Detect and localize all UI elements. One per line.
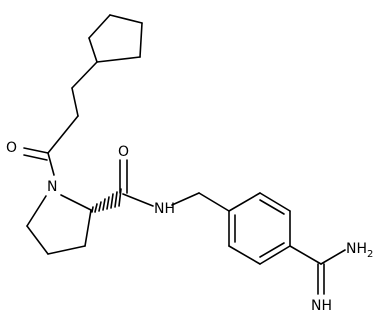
bond-pyr-5 [26,195,47,227]
atom-label-amidine-nh2-subscript: 2 [367,249,373,260]
bond-bz-3 [259,245,291,265]
wedge-hash-7 [114,191,118,208]
benzene-ring [228,192,291,265]
cyclopentane-ring [88,14,143,63]
bond-pyr-1 [60,194,92,211]
wedge-hash-5 [106,196,110,210]
bond-bz-2 [228,245,261,265]
atom-label-acyl-oxygen: O [6,140,17,156]
wedge-hash-4 [102,198,106,211]
atom-label-amidine-imine: NH [311,298,332,314]
bond-cp-2 [88,14,111,39]
atom-label-amide-nh: NH [154,201,175,217]
bond-cp-3 [109,14,143,24]
bond-bz-5-inner [259,199,285,215]
bond-acyl-n [47,152,55,176]
bond-chain-3 [47,115,79,154]
propanoyl-chain [23,61,98,176]
bond-bz-5 [259,192,291,212]
bond-ch2-ar [198,192,230,212]
bond-nh-ch2 [171,192,200,206]
atom-label-amidine-nh2-main: NH [346,241,367,257]
bond-pyr-4 [26,225,49,255]
atom-label-amidine-nh2: NH2 [346,241,373,260]
amide-group [119,159,230,212]
bond-bz-6 [228,192,261,212]
stereo-hashed-wedge [91,188,122,213]
bond-amide-cn [122,193,154,207]
atom-label-amide-oxygen: O [118,144,129,160]
bond-pyr-2 [84,209,92,247]
bond-ar-amidine [289,245,322,265]
bond-pyr-3 [47,245,86,255]
bond-bz-3-inner [259,242,285,258]
bond-chain-1 [71,61,98,89]
bond-cp-4 [139,22,143,58]
wedge-hash-6 [110,193,114,209]
bond-cp-5 [96,56,141,63]
wedge-hash-2 [94,203,98,213]
atom-label-ring-nitrogen: N [47,179,57,195]
bond-amidine-nh2 [320,249,346,265]
pyrrolidine-ring [26,194,92,255]
amidine-group [289,245,346,295]
bond-acyl-co-1 [23,147,49,154]
bond-cp-1 [88,37,98,63]
bond-chain-2 [71,87,79,117]
bond-acyl-co-2 [23,154,48,161]
wedge-hash-3 [98,201,102,212]
wedge-hash-1 [91,206,94,213]
